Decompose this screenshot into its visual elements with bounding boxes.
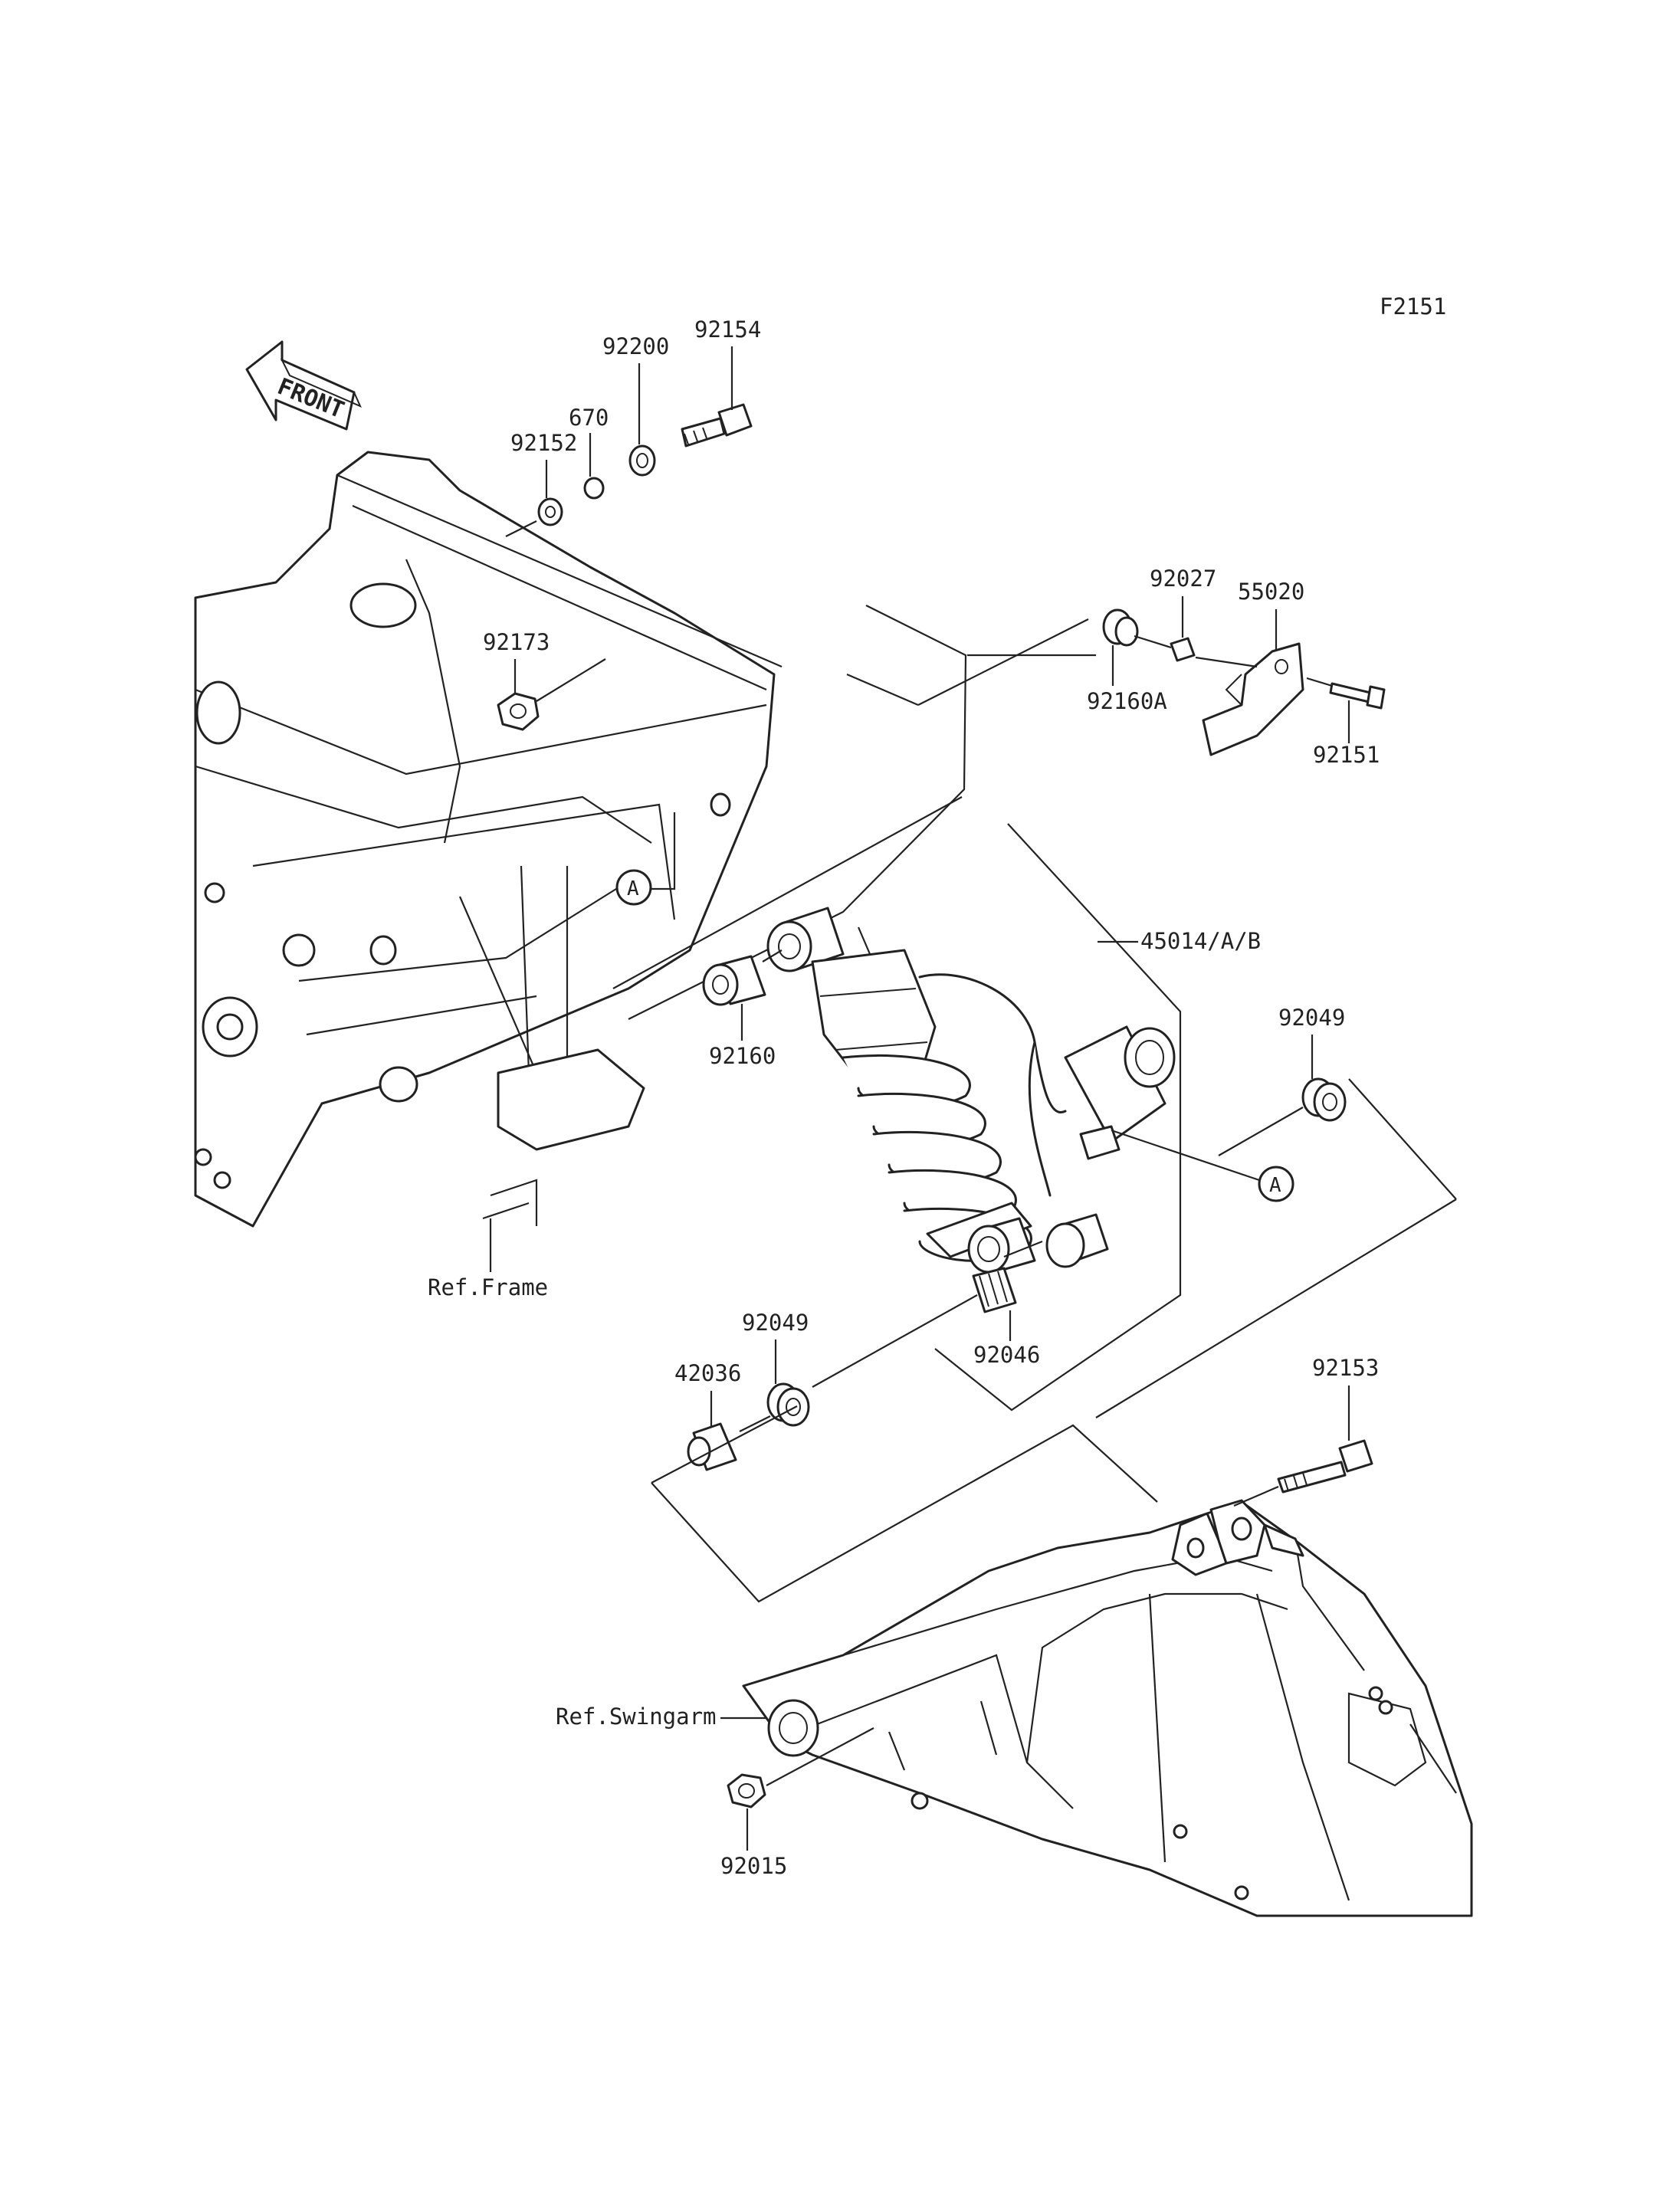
bearing-92046-roller	[972, 1267, 1017, 1313]
grommet-92160A	[1102, 608, 1139, 647]
callout-a-upper	[615, 869, 652, 906]
washer-92200	[628, 444, 656, 477]
shock-absorber-45014	[766, 907, 1176, 1268]
collar-92152	[537, 497, 563, 526]
part-label-92160A: 92160A	[1087, 688, 1167, 714]
part-label-92046: 92046	[973, 1342, 1040, 1368]
part-label-42036: 42036	[674, 1360, 741, 1386]
front-arrow-icon: FRONT	[245, 340, 362, 431]
guard-55020	[1202, 642, 1304, 756]
part-label-92152: 92152	[510, 430, 577, 456]
swingarm-assembly	[742, 1499, 1473, 1917]
part-label-670: 670	[569, 405, 609, 431]
part-label-92151: 92151	[1313, 742, 1380, 768]
part-label-92160: 92160	[709, 1043, 776, 1069]
part-label-92049-top: 92049	[1278, 1005, 1345, 1031]
figure-code: F2151	[1380, 293, 1446, 320]
callout-a-right-letter: A	[1269, 1174, 1281, 1197]
collar-42036	[687, 1422, 737, 1471]
ring-670	[583, 477, 605, 500]
callout-a-right	[1258, 1166, 1294, 1202]
part-label-92173: 92173	[483, 629, 550, 655]
bearing-92046	[967, 1217, 1036, 1274]
seal-92049-top	[1301, 1077, 1347, 1122]
bush-92160	[702, 955, 766, 1006]
bolt-92153	[1277, 1439, 1373, 1494]
bolt-92151	[1329, 682, 1386, 710]
seal-92049-bottom	[766, 1382, 810, 1427]
part-label-45014: 45014/A/B	[1140, 928, 1261, 954]
ref-frame-label: Ref.Frame	[428, 1274, 548, 1300]
part-label-92153: 92153	[1312, 1355, 1379, 1381]
bolt-92154	[681, 403, 753, 448]
part-label-92015: 92015	[720, 1853, 787, 1879]
part-label-55020: 55020	[1238, 579, 1304, 605]
part-label-92027: 92027	[1150, 566, 1216, 592]
part-label-92200: 92200	[602, 333, 669, 359]
part-label-92049-bottom: 92049	[742, 1310, 809, 1336]
frame-assembly	[194, 451, 783, 1228]
part-label-92154: 92154	[694, 316, 761, 343]
callout-a-upper-letter: A	[627, 877, 639, 900]
collar-92027	[1170, 637, 1196, 662]
nut-92015	[727, 1773, 766, 1808]
ref-swingarm-label: Ref.Swingarm	[556, 1703, 717, 1730]
